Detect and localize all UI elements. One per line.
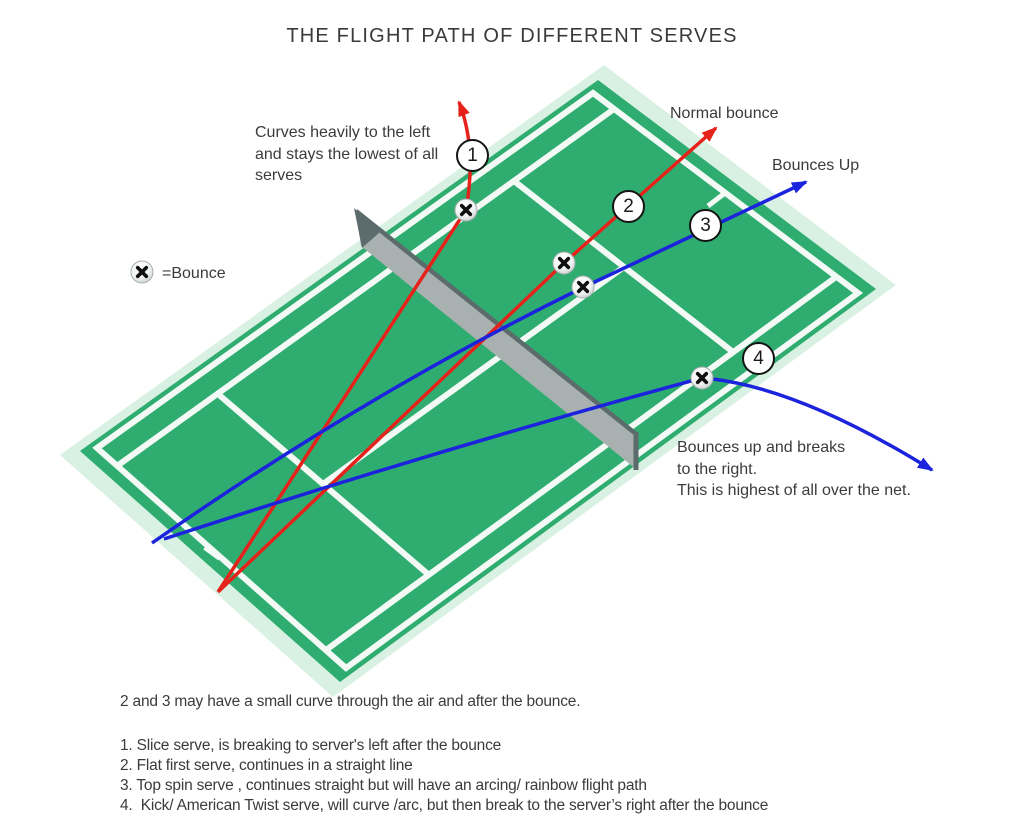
- net: [354, 208, 639, 470]
- court-lines: [92, 89, 864, 672]
- net-band: [356, 211, 636, 469]
- serve-number-4: 4: [742, 342, 775, 375]
- bounce-legend-label: =Bounce: [162, 265, 226, 282]
- footer-item-4: 4. Kick/ American Twist serve, will curv…: [120, 797, 769, 814]
- bounce-marker-3: [570, 274, 596, 300]
- serve-number-1: 1: [456, 139, 489, 172]
- center-mark-far: [706, 191, 727, 208]
- serve-1-annotation: Curves heavily to the left and stays the…: [255, 124, 439, 184]
- singles-sideline-left: [115, 106, 616, 469]
- bounce-marker-1: [453, 197, 479, 223]
- serve-4-annotation: Bounces up and breaks to the right. This…: [677, 439, 911, 499]
- footer-item-2: 2. Flat first serve, continues in a stra…: [120, 757, 413, 774]
- footer-notes: 2 and 3 may have a small curve through t…: [120, 692, 768, 816]
- bounce-marker-2: [551, 250, 577, 276]
- page-title: THE FLIGHT PATH OF DIFFERENT SERVES: [286, 25, 738, 47]
- serve-4-path: [163, 376, 934, 541]
- serve-number-3: 3: [689, 209, 722, 242]
- footer-gap: [120, 712, 768, 736]
- bounces-up-label: Bounces Up: [772, 157, 860, 174]
- court-surface: [80, 80, 876, 682]
- net-left-post: [354, 208, 380, 248]
- normal-bounce-label: Normal bounce: [670, 105, 779, 122]
- singles-sideline-right: [324, 274, 838, 653]
- footer-item-1: 1. Slice serve, is breaking to server's …: [120, 737, 502, 754]
- footer-item-3: 3. Top spin serve , continues straight b…: [120, 777, 647, 794]
- serve-number-2: 2: [612, 190, 645, 223]
- court-boundary-line: [92, 89, 864, 672]
- center-service-line: [321, 264, 626, 487]
- serve-3-path: [151, 180, 808, 545]
- center-mark-near: [203, 544, 222, 561]
- net-top-edge: [354, 209, 638, 436]
- bounce-marker-4: [689, 365, 715, 391]
- footer-note: 2 and 3 may have a small curve through t…: [120, 693, 581, 710]
- bounce-legend-icon: [129, 259, 155, 285]
